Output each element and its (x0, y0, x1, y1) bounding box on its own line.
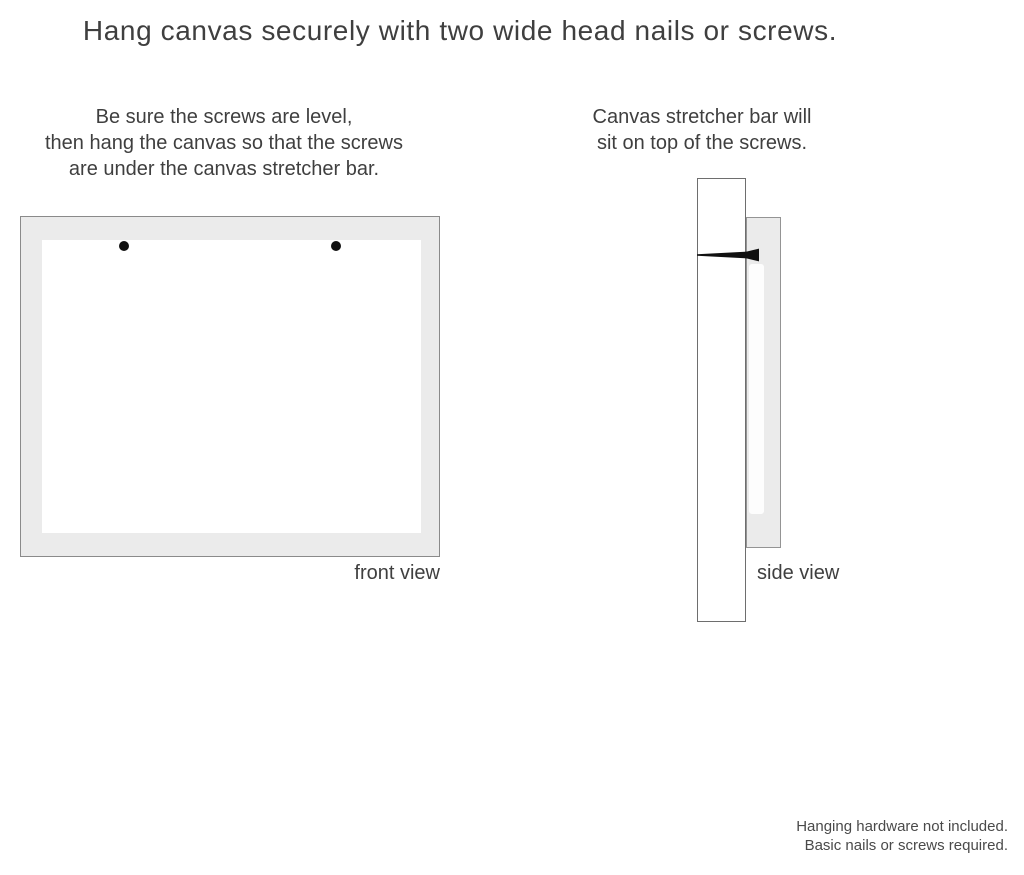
stretcher-bar-side-view (697, 178, 746, 622)
page-title: Hang canvas securely with two wide head … (82, 15, 838, 46)
canvas-side-inner-area (749, 264, 764, 514)
canvas-side-view-diagram (746, 217, 781, 548)
canvas-front-view-diagram (20, 216, 440, 557)
canvas-front-inner-area (42, 240, 421, 533)
side-view-label: side view (757, 562, 840, 584)
screw-dot-right (331, 241, 341, 251)
front-view-label: front view (354, 562, 440, 584)
front-view-instructions: Be sure the screws are level, then hang … (45, 106, 403, 180)
nail-icon (697, 248, 759, 262)
side-view-instructions: Canvas stretcher bar will sit on top of … (592, 106, 812, 154)
hardware-footnote: Hanging hardware not included. Basic nai… (796, 818, 1008, 854)
screw-dot-left (119, 241, 129, 251)
